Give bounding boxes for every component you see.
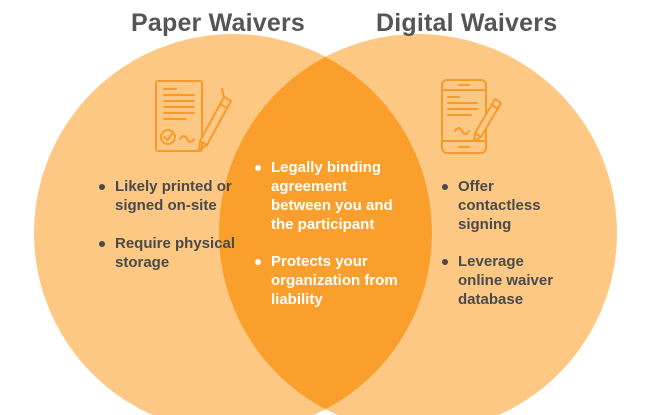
paper-waivers-list: Likely printed or signed on-site Require…: [98, 177, 238, 272]
digital-waivers-list: Offer contactless signing Leverage onlin…: [441, 177, 571, 309]
paper-document-pen-icon: [155, 80, 232, 152]
shared-benefits-list: Legally binding agreement between you an…: [254, 158, 404, 309]
list-item: Require physical storage: [98, 234, 238, 272]
overlap-region: [219, 34, 432, 415]
list-item: Offer contactless signing: [441, 177, 571, 234]
list-item: Legally binding agreement between you an…: [254, 158, 404, 234]
list-item: Likely printed or signed on-site: [98, 177, 238, 215]
digital-waivers-heading: Digital Waivers: [376, 9, 558, 37]
list-item: Leverage online waiver database: [441, 252, 571, 309]
paper-waivers-heading: Paper Waivers: [131, 9, 305, 37]
tablet-stylus-icon: [441, 79, 502, 154]
list-item: Protects your organization from liabilit…: [254, 252, 404, 309]
